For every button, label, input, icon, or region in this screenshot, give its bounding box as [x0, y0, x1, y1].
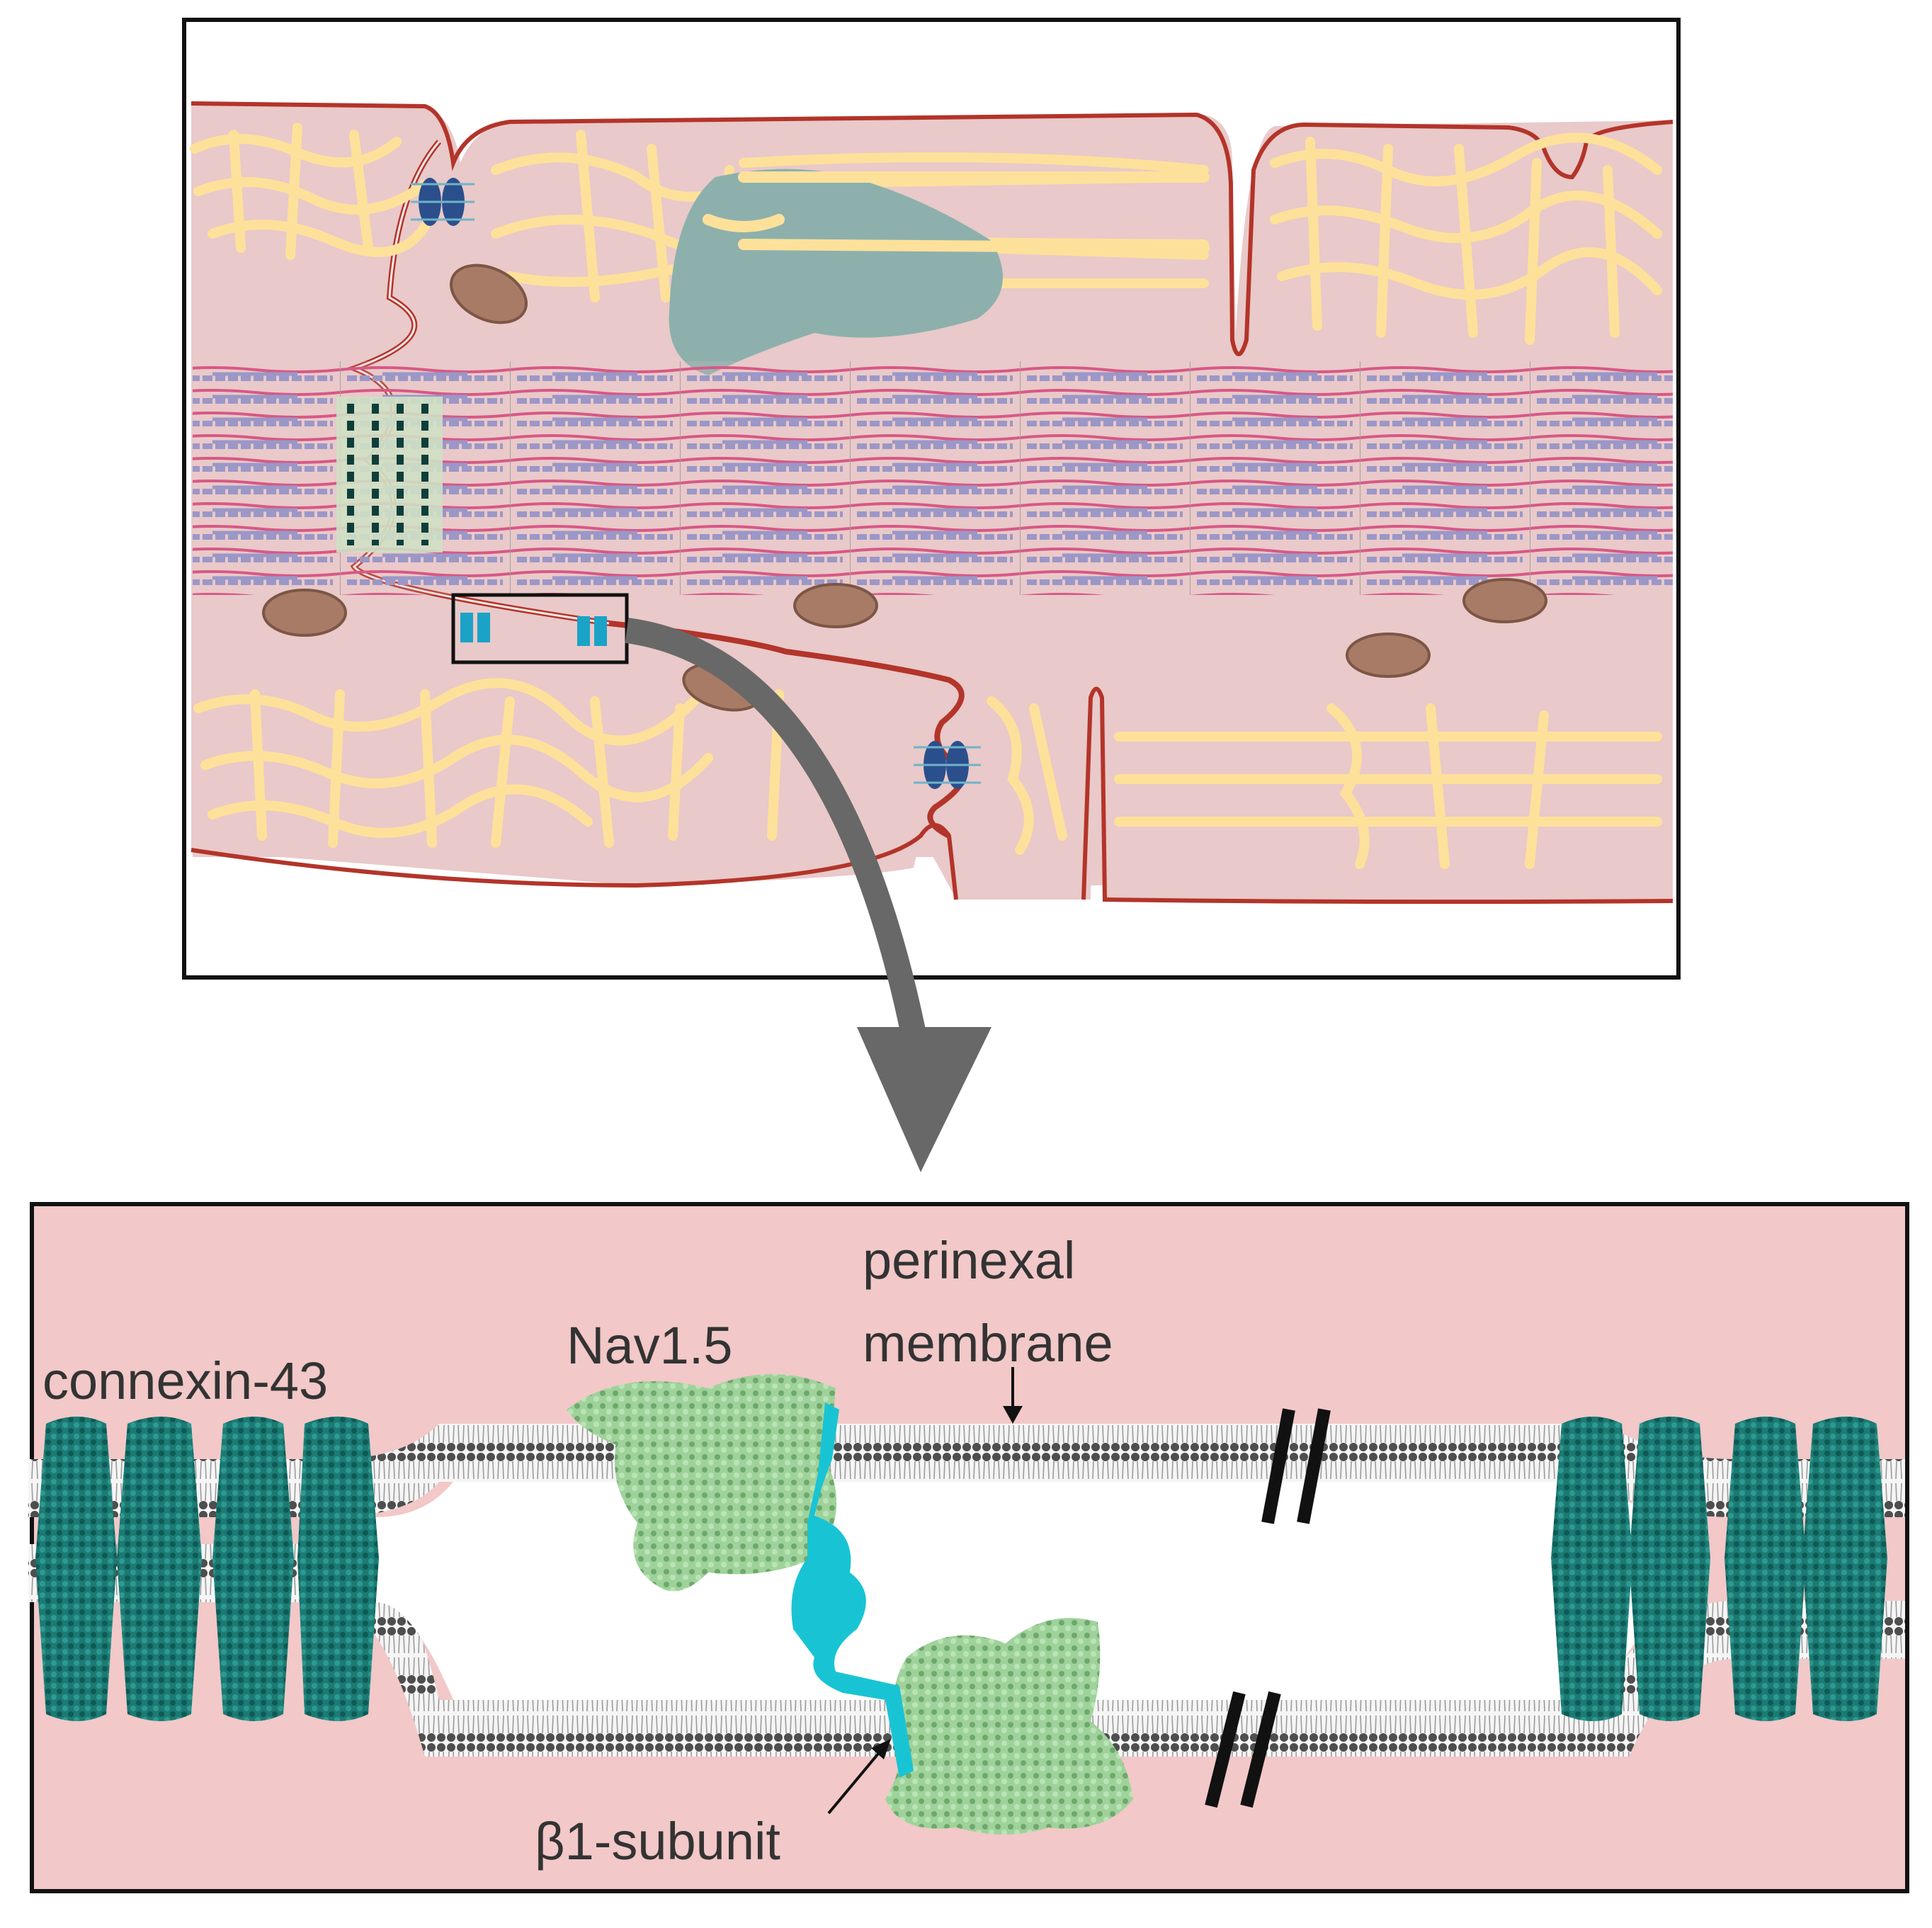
beta1-subunit: [791, 1402, 914, 1778]
nav-1-5-upper: [567, 1374, 837, 1592]
membrane-lower: [28, 1544, 1905, 1757]
nav-1-5-label: Nav1.5: [567, 1316, 732, 1375]
membrane-break-lower: [1205, 1691, 1281, 1808]
cell-membrane-bottom: [191, 686, 1674, 905]
zoom-arrow: [625, 618, 991, 1172]
nav-1-5-lower: [885, 1618, 1133, 1835]
membrane-upper: [28, 1424, 1905, 1517]
cell-schematic-panel: [182, 18, 1681, 980]
connexin-43-label: connexin-43: [42, 1351, 328, 1410]
desmosome-top: [411, 178, 475, 226]
cell-membrane-top: [191, 101, 1674, 356]
fascia-adherens: [336, 397, 443, 552]
desmosome-bottom: [914, 741, 981, 789]
beta-pointer: [827, 1739, 891, 1815]
connexin-43-left: [35, 1417, 379, 1721]
zoom-box: [451, 593, 629, 664]
membrane-break-upper: [1261, 1408, 1331, 1524]
membrane-label: membrane: [863, 1314, 1113, 1373]
perinexus-panel: connexin-43 Nav1.5 perinexal membrane β1…: [28, 1202, 1909, 1893]
reticulum-over-nucleus: [703, 171, 1210, 254]
perinexal-label: perinexal: [863, 1231, 1075, 1290]
nav-channel-icons: [460, 613, 607, 646]
connexin-43-right: [1551, 1417, 1887, 1721]
perinexal-pointer: [1003, 1367, 1023, 1424]
beta1-subunit-label: β1-subunit: [535, 1812, 780, 1871]
